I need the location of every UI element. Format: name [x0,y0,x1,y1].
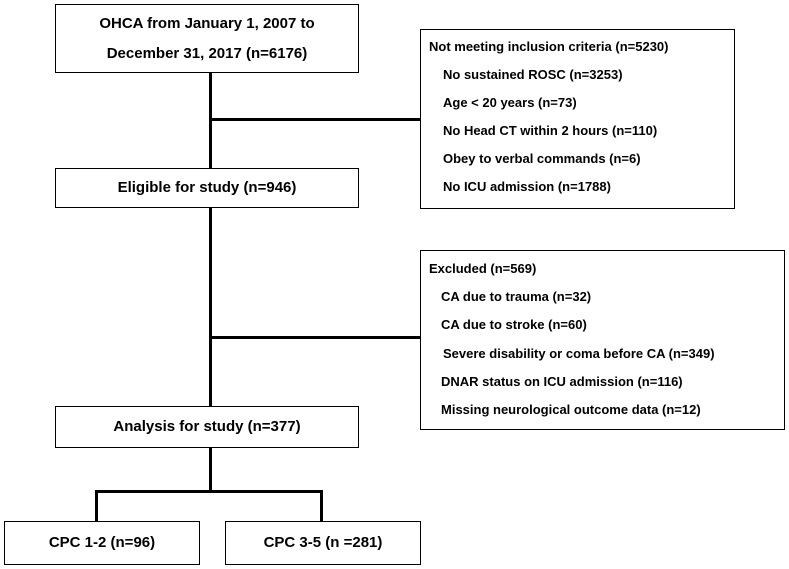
analysis-box: Analysis for study (n=377) [55,406,359,448]
analysis-label: Analysis for study (n=377) [113,418,301,435]
excluded-item: CA due to trauma (n=32) [441,289,592,304]
connector-split-horizontal [95,490,323,493]
connector-trunk-bottom [209,447,212,492]
connector-branch-excluded [209,336,420,339]
excluded-item: Severe disability or coma before CA (n=3… [443,346,715,361]
eligible-label: Eligible for study (n=946) [117,179,297,196]
excluded-item: DNAR status on ICU admission (n=116) [441,374,683,389]
connector-left-drop [95,490,98,522]
excluded-heading: Excluded (n=569) [429,261,537,276]
excluded-item: CA due to stroke (n=60) [441,317,587,332]
ohca-box: OHCA from January 1, 2007 to December 31… [55,4,359,73]
not-meeting-item: No Head CT within 2 hours (n=110) [443,123,658,138]
connector-branch-not-meeting [209,118,420,121]
not-meeting-heading: Not meeting inclusion criteria (n=5230) [429,39,669,54]
excluded-box: Excluded (n=569) CA due to trauma (n=32)… [420,250,785,430]
connector-right-drop [320,490,323,522]
not-meeting-item: Age < 20 years (n=73) [443,95,577,110]
cpc12-label: CPC 1-2 (n=96) [48,534,156,551]
ohca-line-1: OHCA from January 1, 2007 to [99,14,315,32]
cpc35-box: CPC 3-5 (n =281) [225,521,421,565]
not-meeting-box: Not meeting inclusion criteria (n=5230) … [420,29,735,209]
cpc35-label: CPC 3-5 (n =281) [263,534,383,551]
ohca-line-2: December 31, 2017 (n=6176) [106,44,308,62]
excluded-item: Missing neurological outcome data (n=12) [441,402,701,417]
not-meeting-item: Obey to verbal commands (n=6) [443,151,641,166]
not-meeting-item: No sustained ROSC (n=3253) [443,67,623,82]
not-meeting-item: No ICU admission (n=1788) [443,179,611,194]
connector-trunk-middle [209,207,212,407]
cpc12-box: CPC 1-2 (n=96) [4,521,200,565]
eligible-box: Eligible for study (n=946) [55,168,359,208]
